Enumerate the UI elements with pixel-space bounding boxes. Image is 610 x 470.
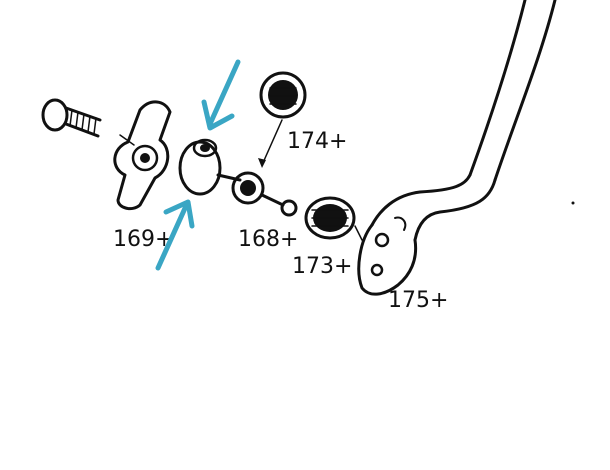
annotation-arrow-bottom	[155, 199, 195, 271]
lever-rod	[370, 0, 557, 242]
part-174-bush	[259, 71, 307, 119]
part-169-bracket	[113, 100, 172, 211]
part-175-lever-plate	[357, 216, 418, 296]
part-168-ball-joint	[178, 138, 298, 217]
part-173-bush	[304, 196, 356, 240]
label-part-168: 168+	[238, 227, 298, 252]
speck	[571, 201, 575, 205]
leader-lines	[119, 119, 363, 241]
label-part-169: 169+	[113, 227, 173, 252]
screw	[41, 98, 102, 138]
label-part-174: 174+	[287, 129, 347, 154]
annotation-arrow-top	[201, 59, 241, 131]
label-part-173: 173+	[292, 254, 352, 279]
label-part-175: 175+	[388, 288, 448, 313]
